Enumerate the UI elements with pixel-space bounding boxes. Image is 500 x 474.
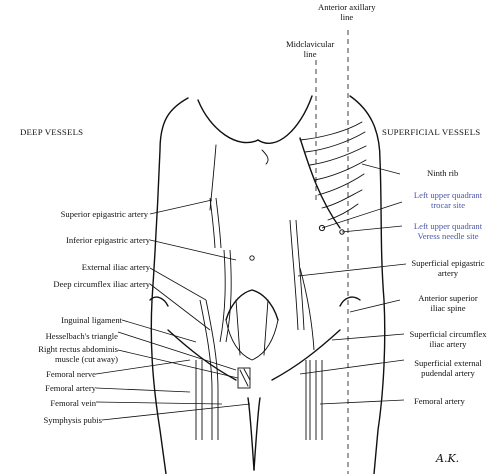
label-ninth-rib: Ninth rib — [427, 168, 459, 178]
label-anterior-superior-iliac-spine: Anterior superior iliac spine — [418, 293, 478, 313]
label-superior-epigastric-artery: Superior epigastric artery — [60, 209, 148, 219]
heading-deep-vessels: DEEP VESSELS — [20, 127, 84, 137]
label-femoral-vein: Femoral vein — [50, 398, 96, 408]
label-inguinal-ligament: Inguinal ligament — [61, 315, 122, 325]
label-deep-circumflex-iliac-artery: Deep circumflex iliac artery — [53, 279, 150, 289]
label-midclavicular-line: Midclavicular line — [286, 39, 335, 59]
label-inferior-epigastric-artery: Inferior epigastric artery — [66, 235, 150, 245]
label-femoral-nerve: Femoral nerve — [46, 369, 96, 379]
label-symphysis-pubis: Symphysis pubis — [43, 415, 103, 425]
label-superficial-epigastric-artery: Superficial epigastric artery — [411, 258, 485, 278]
label-femoral-artery-left: Femoral artery — [45, 383, 96, 393]
label-superficial-external-pudendal-artery: Superficial external pudendal artery — [414, 358, 482, 378]
label-luq-veress-needle-site: Left upper quadrant Veress needle site — [413, 221, 483, 241]
label-luq-trocar-site: Left upper quadrant trocar site — [413, 190, 483, 210]
label-external-iliac-artery: External iliac artery — [81, 262, 150, 272]
label-superficial-circumflex-iliac-artery: Superficial circumflex iliac artery — [409, 329, 487, 349]
label-hesselbachs-triangle: Hesselbach's triangle — [45, 331, 118, 341]
label-right-rectus-abdominis: Right rectus abdominis muscle (cut away) — [38, 344, 118, 364]
label-femoral-artery-right: Femoral artery — [414, 396, 465, 406]
heading-superficial-vessels: SUPERFICIAL VESSELS — [382, 127, 481, 137]
label-anterior-axillary-line: Anterior axillary line — [318, 2, 376, 22]
artist-signature: A.K. — [436, 452, 460, 465]
